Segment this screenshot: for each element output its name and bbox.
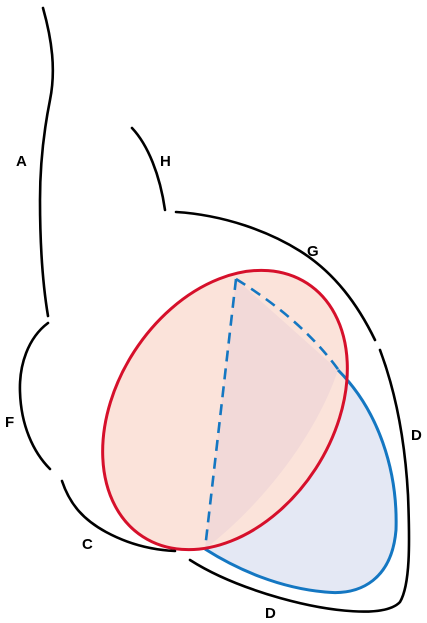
label-d-right: D xyxy=(411,427,422,444)
label-d-bottom: D xyxy=(265,605,276,622)
label-a: A xyxy=(16,153,27,170)
outline-segment-c xyxy=(60,479,177,553)
outline-segment-f xyxy=(18,321,52,471)
label-c: C xyxy=(82,536,93,553)
outline-segment-d xyxy=(188,348,411,613)
blue-dashed-line-vertical xyxy=(203,278,238,550)
red-ellipse-outline xyxy=(101,268,349,552)
outline-segment-h xyxy=(130,126,167,212)
overlap-region xyxy=(205,279,338,549)
outline-segment-g xyxy=(174,210,377,342)
label-h: H xyxy=(160,153,171,170)
outline-segment-a xyxy=(38,6,55,318)
label-g: G xyxy=(307,243,319,260)
blue-outline xyxy=(204,368,398,595)
label-f: F xyxy=(5,414,14,431)
